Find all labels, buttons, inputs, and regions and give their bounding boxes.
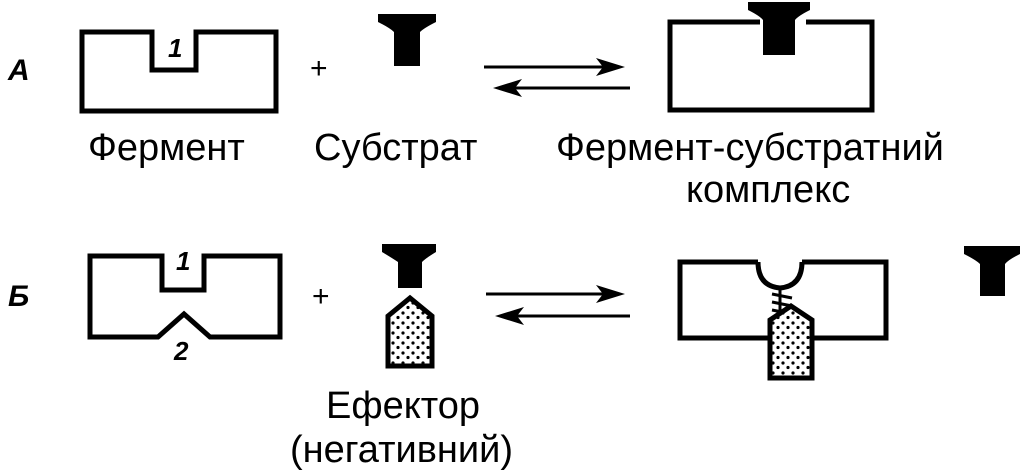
row-a-label: А — [7, 54, 30, 87]
reversible-arrows — [486, 285, 630, 325]
inhibited-enzyme-complex — [677, 259, 889, 381]
allosteric-site-number: 2 — [173, 336, 189, 366]
effector-label-line2: (негативний) — [290, 429, 513, 471]
allosteric-enzyme-shape — [87, 253, 283, 340]
substrate-shape — [382, 244, 436, 288]
enzyme-substrate-complex — [667, 2, 875, 113]
active-site-number: 1 — [176, 246, 190, 276]
reversible-arrows — [484, 58, 630, 97]
enzyme-shape — [79, 29, 279, 114]
effector-shape — [385, 294, 435, 369]
row-b-label: Б — [8, 280, 29, 313]
active-site-number: 1 — [168, 33, 182, 63]
substrate-shape — [378, 14, 436, 66]
plus-sign: + — [310, 52, 328, 85]
complex-label-line1: Фермент-субстратний — [556, 127, 944, 169]
released-substrate-shape — [964, 246, 1020, 296]
enzyme-label: Фермент — [88, 127, 245, 169]
effector-label-line1: Ефектор — [326, 385, 480, 427]
plus-sign: + — [312, 280, 330, 313]
complex-label-line2: комплекс — [686, 169, 850, 211]
substrate-label: Субстрат — [314, 127, 477, 169]
